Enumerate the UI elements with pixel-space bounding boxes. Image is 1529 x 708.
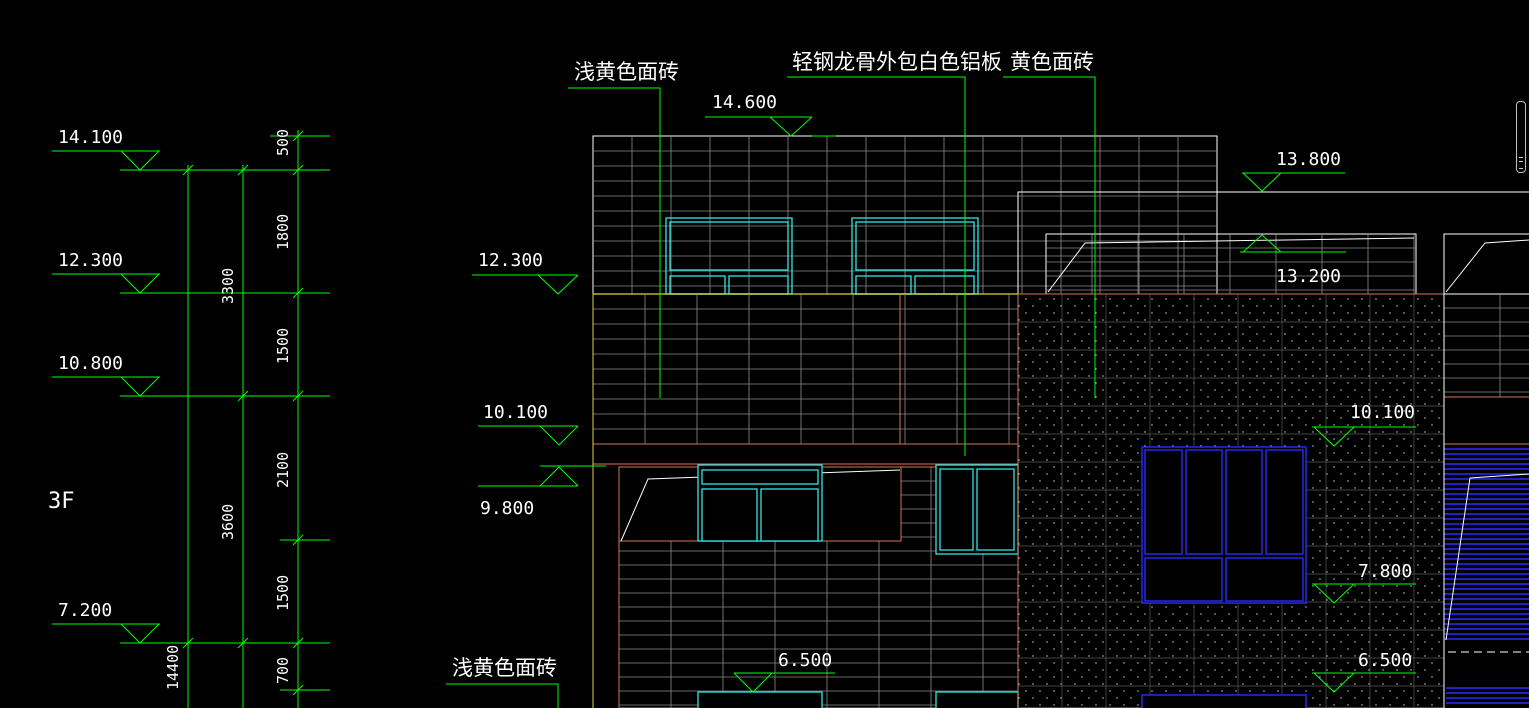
- right-windows: [1141, 446, 1307, 708]
- level-label-13200: 13.200: [1276, 266, 1341, 287]
- level-label-7200: 7.200: [58, 600, 112, 621]
- level-label-9800: 9.800: [480, 498, 534, 519]
- lower-windows: [697, 464, 1019, 708]
- dim-1500-upper: 1500: [274, 328, 292, 364]
- vertical-scrollbar[interactable]: [1516, 101, 1526, 173]
- level-label-6500-right: 6.500: [1358, 650, 1412, 671]
- level-label-10100-right: 10.100: [1350, 402, 1415, 423]
- upper-wall-band: [592, 293, 1019, 465]
- far-right-section: [1443, 293, 1529, 708]
- right-roof-block: [1017, 191, 1529, 295]
- dim-3600: 3600: [219, 504, 237, 540]
- annotation-light-yellow-tile-bottom: 浅黄色面砖: [452, 656, 557, 680]
- dim-500: 500: [274, 129, 292, 156]
- scrollbar-grip[interactable]: [1519, 157, 1523, 169]
- annotation-labels: 浅黄色面砖 轻钢龙骨外包白色铝板 黄色面砖 浅黄色面砖: [452, 50, 1094, 680]
- level-label-10100-left: 10.100: [483, 402, 548, 423]
- floor-label: 3F: [48, 489, 75, 514]
- annotation-leaders: [446, 76, 1096, 708]
- left-dimension-section: [52, 130, 330, 708]
- elevation-level-marks: [472, 116, 1416, 693]
- level-label-12300: 12.300: [58, 250, 123, 271]
- dim-1800: 1800: [274, 214, 292, 250]
- annotation-yellow-tile: 黄色面砖: [1010, 50, 1094, 74]
- level-label-14600: 14.600: [712, 92, 777, 113]
- top-parapet-grid: [592, 135, 1218, 295]
- annotation-light-yellow-tile-top: 浅黄色面砖: [574, 60, 679, 84]
- level-label-14100: 14.100: [58, 127, 123, 148]
- annotation-steel-keel-aluminum: 轻钢龙骨外包白色铝板: [792, 50, 1002, 74]
- level-label-6500-mid: 6.500: [778, 650, 832, 671]
- level-label-13800: 13.800: [1276, 149, 1341, 170]
- elevation-level-labels: 14.600 13.800 13.200 12.300 10.100 9.800…: [478, 92, 1415, 671]
- left-level-labels: 14.100 12.300 10.800 7.200 3F: [48, 127, 123, 621]
- dim-700: 700: [274, 657, 292, 684]
- level-label-10800: 10.800: [58, 353, 123, 374]
- left-dimension-values: 500 1800 1500 2100 1500 700 3300 3600 14…: [164, 129, 292, 690]
- dim-3300: 3300: [219, 268, 237, 304]
- dim-2100: 2100: [274, 452, 292, 488]
- level-label-7800: 7.800: [1358, 561, 1412, 582]
- dim-1500-lower: 1500: [274, 575, 292, 611]
- dim-14400: 14400: [164, 645, 182, 690]
- level-label-12300-elev: 12.300: [478, 250, 543, 271]
